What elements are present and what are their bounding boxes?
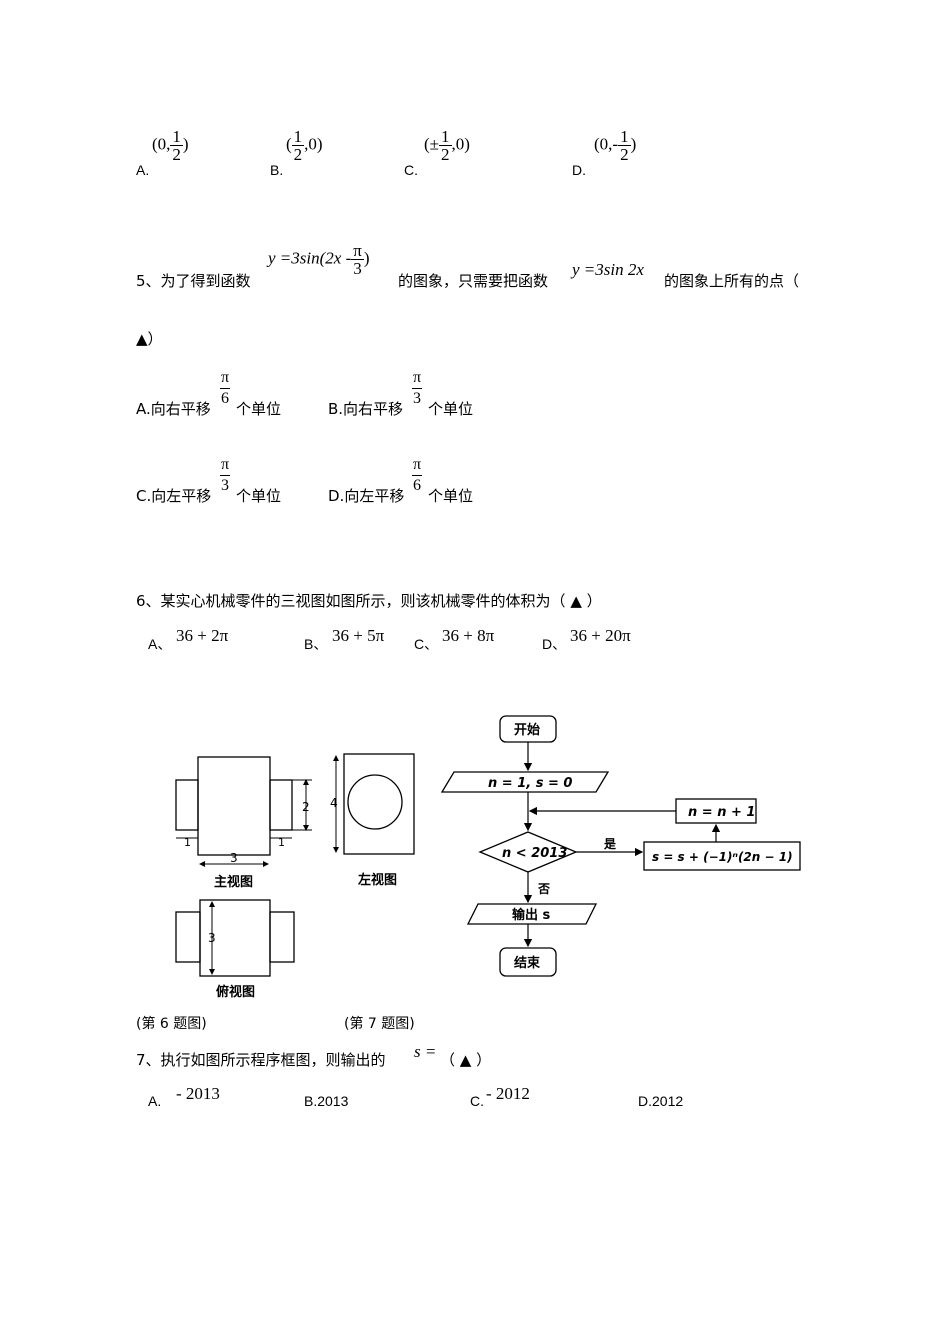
top-view-label: 俯视图 <box>216 984 255 1000</box>
q7-option-a-value: - 2013 <box>176 1084 220 1103</box>
left-view-label: 左视图 <box>358 872 397 888</box>
q7-option-c-label: C. <box>470 1093 484 1109</box>
flow-init-text: n = 1, s = 0 <box>488 776 572 791</box>
q5-option-a-label: A.向右平移 <box>136 400 211 418</box>
top-view <box>175 899 295 977</box>
q7-option-a-label: A. <box>148 1093 162 1109</box>
flow-end-text: 结束 <box>514 955 541 971</box>
q5-option-c-unit: 个单位 <box>236 487 282 505</box>
flow-init-box <box>440 771 610 793</box>
front-view-dimensions <box>176 779 312 867</box>
q5-option-a-unit: 个单位 <box>236 400 282 418</box>
q5-option-b-unit: 个单位 <box>428 400 474 418</box>
flowchart-figure: 开始 n = 1, s = 0 n < 2013 是 否 s = s + (−1… <box>440 715 801 977</box>
q4-option-b-label: B. <box>270 162 284 178</box>
q5-suffix: 的图象上所有的点（ <box>664 272 800 290</box>
flow-update-n-text: n = n + 1 <box>688 805 755 820</box>
q5-option-c-label: C.向左平移 <box>136 487 212 505</box>
q6-option-d-label: D、 <box>542 636 567 652</box>
q7-option-b-label: B.2013 <box>304 1093 349 1109</box>
q7-stem: 7、执行如图所示程序框图，则输出的 <box>136 1051 386 1069</box>
q5-prefix: 5、为了得到函数 <box>136 272 251 290</box>
dim-side1-label: 1 <box>184 836 191 849</box>
flow-output-text: 输出 s <box>512 907 551 923</box>
q7-option-d-label: D.2012 <box>638 1093 684 1109</box>
dim-width-label: 3 <box>230 851 238 865</box>
flow-update-s-text: s = s + (−1)ⁿ(2n − 1) <box>652 850 793 864</box>
q6-option-c-expr: 36 + 8π <box>442 626 495 645</box>
q4-option-c-label: C. <box>404 162 418 178</box>
q5-mid: 的图象，只需要把函数 <box>398 272 549 290</box>
q4-option-d-label: D. <box>572 162 586 178</box>
flow-output-box <box>466 903 598 925</box>
fig6-caption: (第 6 题图) <box>136 1016 207 1032</box>
q7-var: s = <box>414 1042 437 1061</box>
q6-option-b-label: B、 <box>304 636 328 652</box>
q6-stem: 6、某实心机械零件的三视图如图所示，则该机械零件的体积为（ ▲ ） <box>136 592 602 610</box>
dim-height-label: 2 <box>302 800 310 814</box>
front-view <box>175 756 293 856</box>
q6-option-b-expr: 36 + 5π <box>332 626 385 645</box>
q5-option-d-unit: 个单位 <box>428 487 474 505</box>
q7-tail: （ ▲ ） <box>440 1051 492 1069</box>
dim-side2-label: 1 <box>278 836 285 849</box>
q4-option-a-label: A. <box>136 162 150 178</box>
flow-condition-text: n < 2013 <box>502 846 567 861</box>
q7-option-c-value: - 2012 <box>486 1084 530 1103</box>
flow-no-label: 否 <box>537 882 550 896</box>
left-view-figure: 4 左视图 <box>330 753 415 888</box>
flow-yes-label: 是 <box>603 837 617 851</box>
three-view-figure: 2 1 1 3 主视图 3 俯视图 <box>175 756 312 1000</box>
q6-option-c-label: C、 <box>414 636 439 652</box>
q5-answer-blank: ▲） <box>136 330 163 348</box>
fig7-caption: (第 7 题图) <box>344 1016 415 1032</box>
dim-top-height-label: 3 <box>208 931 216 945</box>
dim-left-height-label: 4 <box>330 796 338 810</box>
front-view-label: 主视图 <box>214 874 253 890</box>
q6-option-a-expr: 36 + 2π <box>176 626 229 645</box>
q5-source-function: y =3sin 2x <box>572 260 644 279</box>
q5-option-d-label: D.向左平移 <box>328 487 405 505</box>
q6-option-d-expr: 36 + 20π <box>570 626 631 645</box>
left-view-circle <box>347 774 403 830</box>
q6-option-a-label: A、 <box>148 636 172 652</box>
flow-update-s-box <box>643 841 801 871</box>
flow-end-box <box>499 947 557 977</box>
q5-option-b-label: B.向右平移 <box>328 400 404 418</box>
flow-start-text: 开始 <box>514 722 540 738</box>
